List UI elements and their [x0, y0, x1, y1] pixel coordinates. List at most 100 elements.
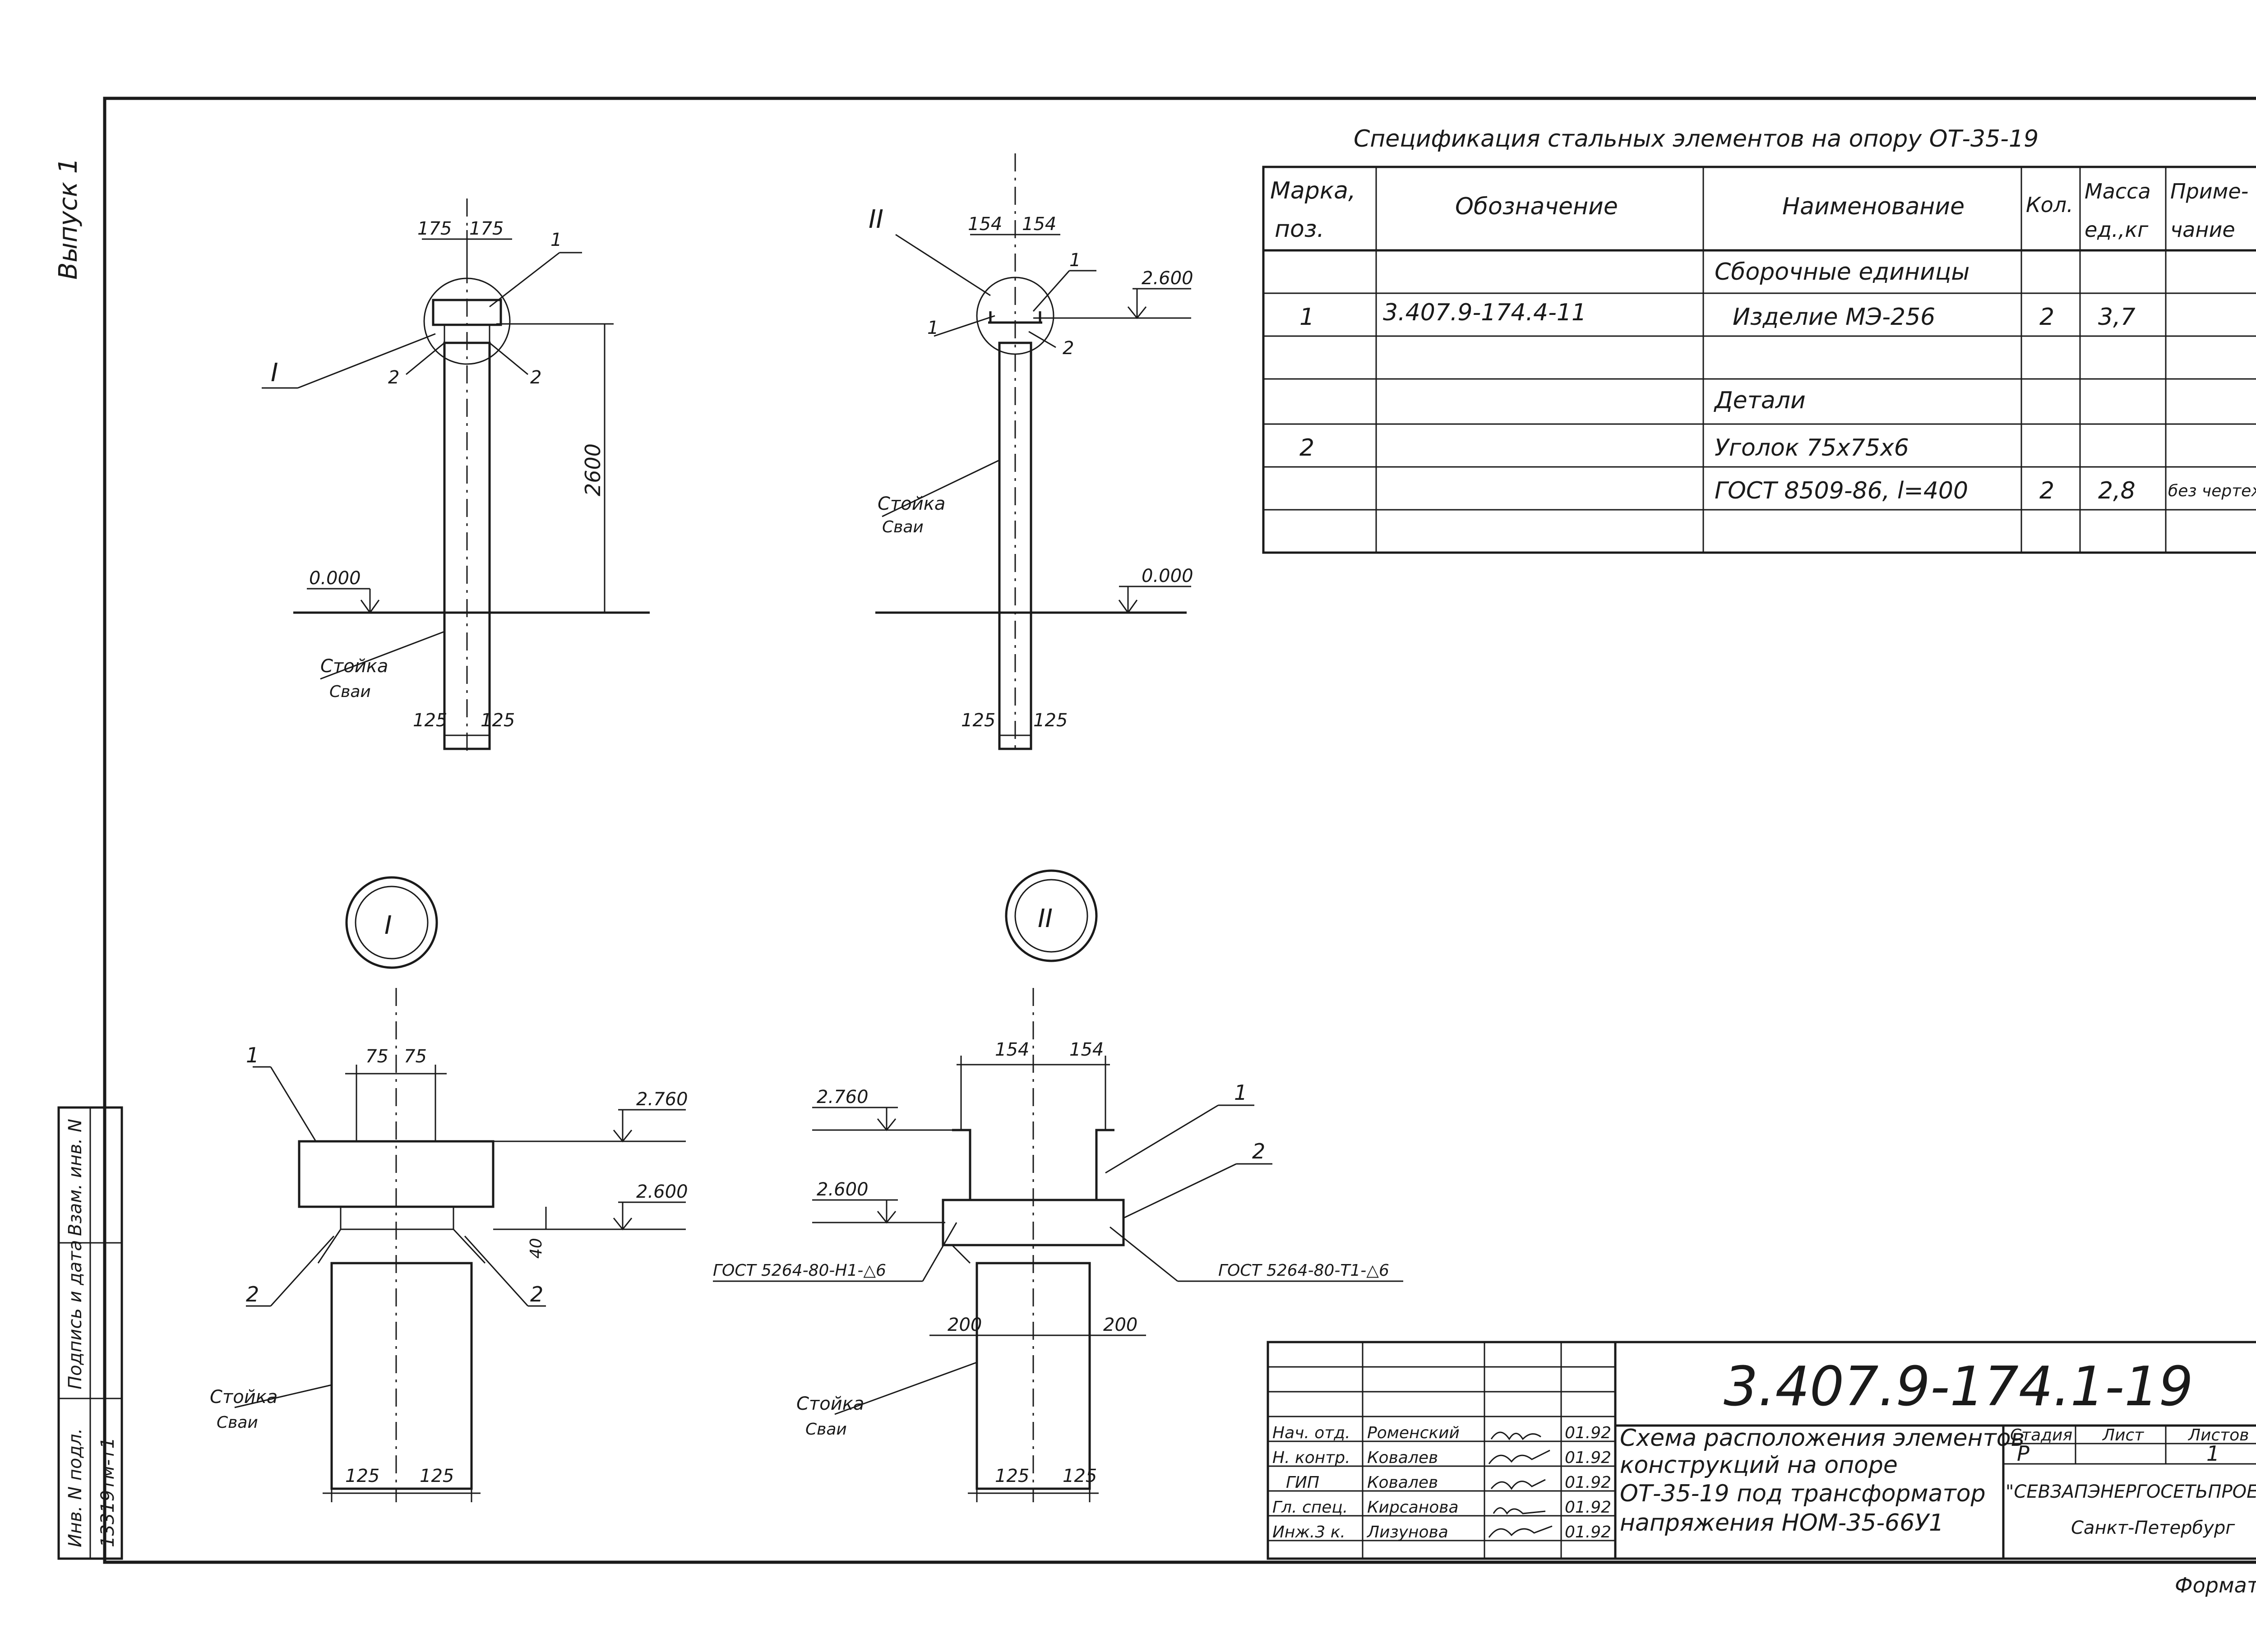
detail2-marker: [1005, 869, 1098, 962]
desc-line-1: конструкций на опоре: [1620, 1452, 1898, 1479]
format-label: Формат А3: [2175, 1573, 2256, 1597]
detail1-dim-left: 75: [365, 1046, 388, 1067]
detail2-weld-left: ГОСТ 5264-80-Н1-△6: [713, 1261, 886, 1280]
spec-title: Спецификация стальных элементов на опору…: [1354, 125, 2039, 152]
view1-bottom-right: 125: [481, 710, 515, 731]
spec-hdr-note-1: Приме-: [2170, 179, 2248, 203]
view-1: 175 175 2600 0.000 I 1 2 2 Стойка Сваи 1…: [262, 198, 650, 753]
staff-2-date: 01.92: [1565, 1473, 1611, 1492]
view2-pile-label: Сваи: [882, 518, 924, 536]
staff-0-role: Нач. отд.: [1272, 1424, 1350, 1442]
staff-3-role: Гл. спец.: [1272, 1498, 1348, 1517]
staff-1-name: Ковалев: [1367, 1449, 1438, 1467]
detail2-post-label: Стойка: [796, 1394, 864, 1414]
spec-row-5-qty: 2: [2039, 477, 2054, 504]
view2-pos2: 2: [1063, 338, 1074, 359]
spec-row-4-name: Уголок 75х75х6: [1715, 434, 1909, 461]
city: Санкт-Петербург: [2071, 1518, 2235, 1538]
view1-height-dim: 2600: [581, 443, 605, 496]
signature-3: [1493, 1507, 1546, 1515]
spec-row-5-name: ГОСТ 8509-86, l=400: [1715, 477, 1968, 504]
staff-3-date: 01.92: [1565, 1498, 1611, 1517]
spec-row-1-mark: 1: [1299, 304, 1314, 331]
side-stamp: Взам. инв. N Подпись и дата Инв. N подл.…: [57, 1106, 123, 1560]
detail2-bottom-left: 125: [995, 1466, 1029, 1486]
detail2-roman: II: [1038, 904, 1053, 933]
view1-bottom-left: 125: [413, 710, 447, 731]
signature-2: [1490, 1479, 1546, 1490]
organization: "СЕВЗАПЭНЕРГОСЕТЬПРОЕКТ": [2006, 1481, 2256, 1502]
callout-circle-2: [976, 277, 1054, 355]
spec-row-0-name: Сборочные единицы: [1715, 258, 1969, 286]
detail1-roman: I: [384, 911, 392, 940]
view2-post-label: Стойка: [878, 494, 945, 514]
staff-0-name: Роменский: [1367, 1424, 1460, 1442]
detail2-dim-200-right: 200: [1103, 1315, 1137, 1335]
detail1-pos1: 1: [246, 1043, 259, 1067]
spec-hdr-mass-1: Масса: [2085, 179, 2151, 203]
staff-1-role: Н. контр.: [1272, 1449, 1350, 1467]
spec-hdr-designation: Обозначение: [1455, 193, 1618, 220]
inv-no-label: Инв. N подл.: [65, 1428, 86, 1547]
staff-4-name: Лизунова: [1366, 1523, 1448, 1541]
view1-pos2a: 2: [388, 367, 399, 388]
detail1-gap: 40: [527, 1238, 546, 1259]
detail1-dim-right: 75: [404, 1046, 427, 1067]
detail1-post-label: Стойка: [210, 1387, 277, 1407]
spec-row-1-mass: 3,7: [2098, 304, 2136, 331]
desc-line-2: ОТ-35-19 под трансформатор: [1620, 1480, 1986, 1507]
title-block: 3.407.9-174.1-19 Нач. отд. Роменский 01.…: [1267, 1341, 2256, 1560]
staff-2-name: Ковалев: [1367, 1473, 1438, 1492]
view1-pos1: 1: [550, 230, 562, 250]
spec-row-5-note: без чертежа: [2168, 482, 2256, 500]
view1-dim-top-right: 175: [469, 218, 504, 239]
detail1-pos2b: 2: [530, 1282, 543, 1306]
view2-pos1a: 1: [1069, 250, 1081, 271]
desc-line-0: Схема расположения элементов: [1620, 1425, 2025, 1452]
frame: [103, 97, 2256, 1564]
spec-hdr-mass-2: ед.,кг: [2085, 217, 2149, 242]
desc-line-3: напряжения НОМ-35-66У1: [1620, 1509, 1944, 1537]
spec-row-1-name: Изделие МЭ-256: [1733, 304, 1935, 331]
view2-dim-top-left: 154: [968, 214, 1002, 235]
detail1-pile-label: Сваи: [217, 1413, 258, 1432]
staff-2-role: ГИП: [1286, 1473, 1319, 1492]
inv-no-value: 13319тм-т1: [97, 1437, 118, 1547]
detail1-level-top: 2.760: [636, 1089, 688, 1110]
signature-0: [1490, 1431, 1541, 1440]
view2-pos1b: 1: [927, 318, 938, 338]
detail2-level-mid: 2.600: [817, 1179, 869, 1200]
detail1-bottom-left: 125: [345, 1466, 379, 1486]
view1-pos2b: 2: [530, 367, 541, 388]
detail2-weld-right: ГОСТ 5264-80-Т1-△6: [1218, 1261, 1389, 1280]
issue-label: Выпуск 1: [54, 158, 83, 280]
spec-hdr-mark-2: поз.: [1275, 216, 1324, 243]
detail1-marker: [345, 876, 438, 969]
spec-hdr-note-2: чание: [2170, 217, 2235, 242]
stage-value: Р: [2017, 1441, 2029, 1466]
spec-row-1-qty: 2: [2039, 304, 2054, 331]
detail1-pos2a: 2: [246, 1282, 259, 1306]
staff-4-date: 01.92: [1565, 1523, 1611, 1541]
signature-4: [1488, 1525, 1553, 1538]
sign-date-label: Подпись и дата: [65, 1240, 86, 1389]
spec-row-5-mass: 2,8: [2098, 477, 2136, 504]
title-code: 3.407.9-174.1-19: [1724, 1356, 2193, 1418]
stage-label: Стадия: [2010, 1426, 2072, 1444]
view2-dim-top-right: 154: [1022, 214, 1056, 235]
spec-table: Спецификация стальных элементов на опору…: [1262, 125, 2256, 554]
view2-ground-level: 0.000: [1142, 566, 1193, 586]
detail1-bottom-right: 125: [420, 1466, 454, 1486]
detail2-pos2: 2: [1252, 1139, 1265, 1163]
detail2-dim-200-left: 200: [948, 1315, 982, 1335]
view1-post-label: Стойка: [320, 656, 388, 677]
detail2-dim-right: 154: [1069, 1039, 1104, 1060]
view1-pile-label: Сваи: [329, 683, 371, 701]
detail2-pos1: 1: [1234, 1080, 1247, 1105]
view2-bottom-right: 125: [1033, 710, 1068, 731]
spec-hdr-name: Наименование: [1782, 193, 1965, 220]
spec-row-4-mark: 2: [1299, 434, 1314, 461]
staff-3-name: Кирсанова: [1367, 1498, 1459, 1517]
staff-0-date: 01.92: [1565, 1424, 1611, 1442]
